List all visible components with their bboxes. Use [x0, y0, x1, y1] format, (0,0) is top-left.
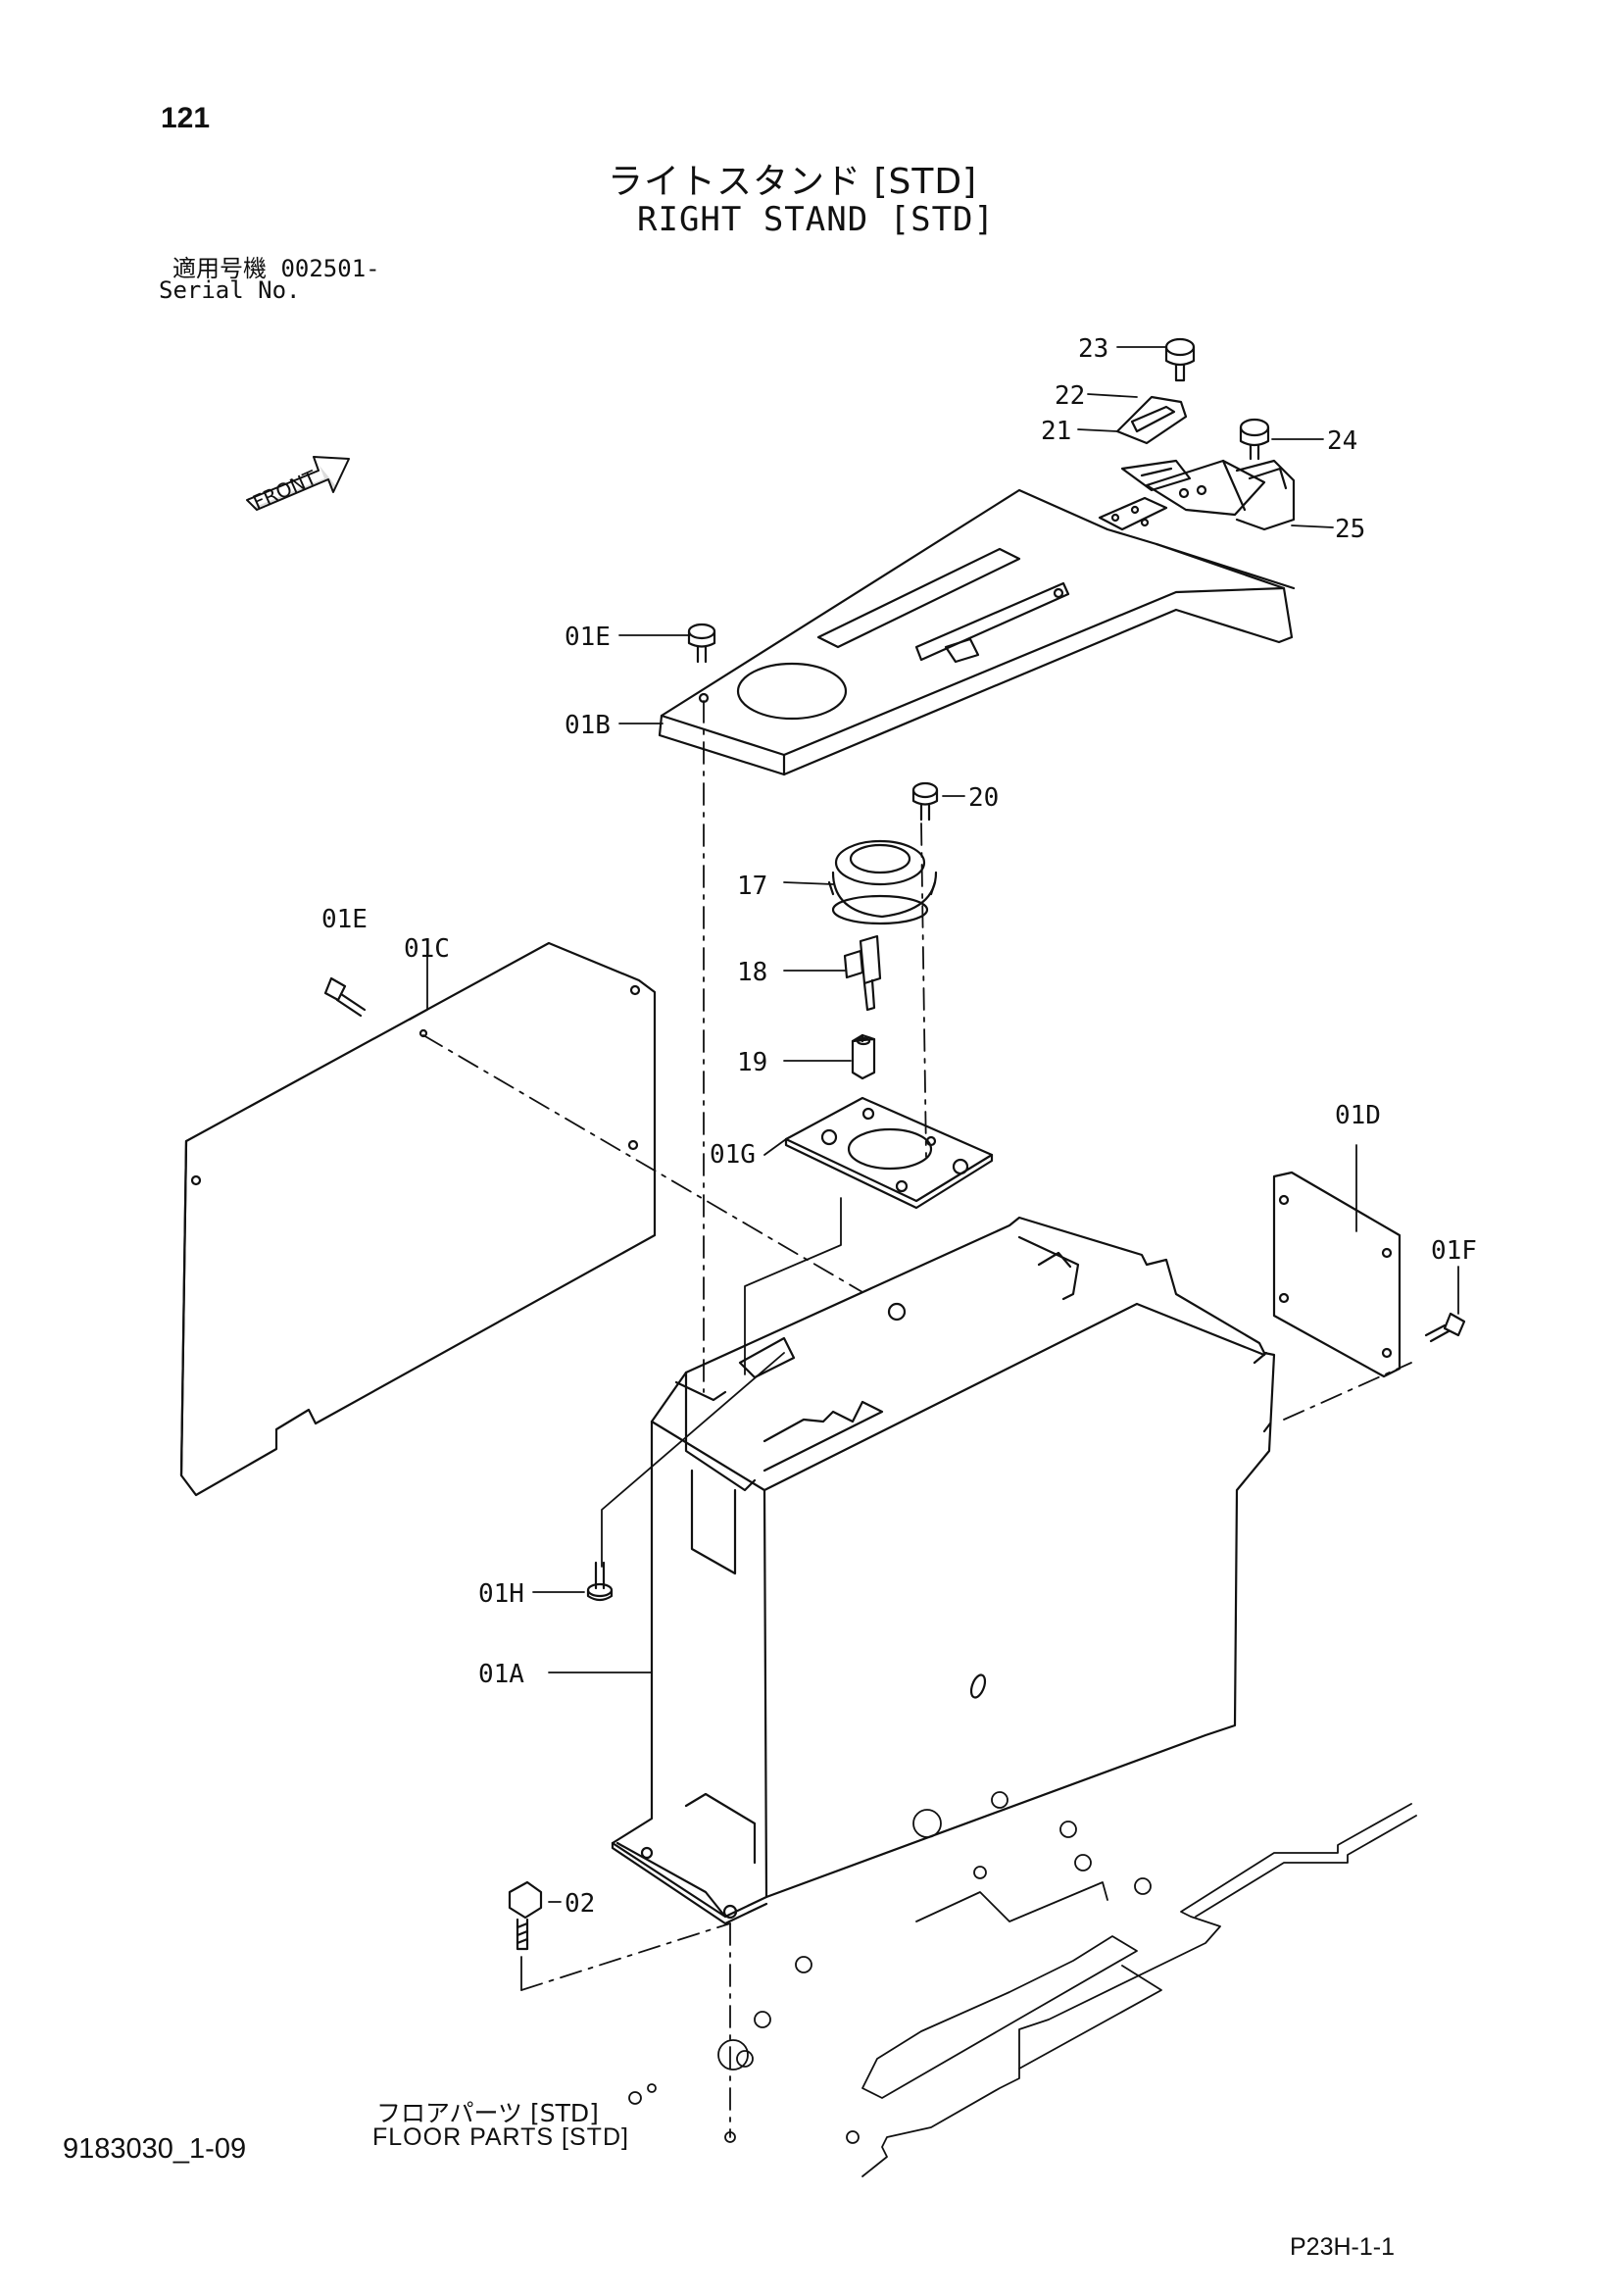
callout-22: 22 — [1055, 381, 1085, 411]
front-arrow-icon: FRONT — [246, 456, 350, 515]
leader-lines — [409, 346, 1459, 1991]
page-number: 121 — [161, 102, 211, 134]
callout-01A: 01A — [478, 1660, 524, 1689]
callout-01E-top: 01E — [565, 623, 611, 652]
callout-19: 19 — [737, 1048, 767, 1077]
floor-plate — [628, 1791, 1417, 2177]
front-label: FRONT — [249, 466, 320, 515]
top-plate-01B — [658, 488, 1296, 776]
serial-number-japanese: 適用号機 002501- — [172, 255, 380, 282]
bolt-02 — [508, 1880, 543, 1951]
callout-01D: 01D — [1335, 1101, 1381, 1130]
plate-01G — [784, 1096, 994, 1210]
callout-01G: 01G — [710, 1140, 756, 1170]
bolt-01E-left — [323, 976, 367, 1018]
valve-18 — [843, 934, 882, 1012]
callout-17: 17 — [737, 872, 767, 901]
latch-assembly — [1098, 395, 1296, 531]
callout-01H: 01H — [478, 1579, 524, 1609]
title-japanese: ライトスタンド [STD] — [608, 162, 978, 202]
callout-01E-left: 01E — [321, 905, 368, 934]
callout-01B: 01B — [565, 711, 611, 740]
callout-23: 23 — [1078, 334, 1108, 364]
callout-25: 25 — [1335, 515, 1365, 544]
floor-parts-label: FLOOR PARTS [STD] — [372, 2123, 629, 2151]
page-code: P23H-1-1 — [1290, 2233, 1395, 2261]
floor-parts-label-japanese: フロアパーツ [STD] — [376, 2099, 599, 2127]
side-cover-01D — [1272, 1171, 1402, 1378]
assembly-guide-lines — [422, 700, 1412, 2138]
bolt-23 — [1164, 337, 1196, 382]
callout-01F: 01F — [1431, 1236, 1477, 1266]
callout-21: 21 — [1041, 417, 1071, 446]
callout-20: 20 — [968, 783, 999, 813]
bolt-20 — [911, 781, 939, 822]
main-box-01A — [611, 1216, 1276, 1925]
callout-labels: 23 22 21 24 25 01E 01B 20 17 18 19 01G 0… — [321, 334, 1477, 1919]
callout-02: 02 — [565, 1889, 595, 1919]
bolt-01H — [586, 1561, 614, 1602]
nut-19 — [851, 1033, 876, 1080]
callout-01C: 01C — [404, 934, 450, 964]
bolt-24 — [1239, 418, 1270, 461]
callout-24: 24 — [1327, 426, 1357, 456]
bolt-01F — [1424, 1312, 1466, 1343]
document-code: 9183030_1-09 — [63, 2133, 247, 2165]
title-english: RIGHT STAND [STD] — [637, 200, 995, 239]
bolt-01E-top — [687, 623, 716, 664]
side-cover-01C — [179, 941, 657, 1497]
callout-18: 18 — [737, 958, 767, 987]
serial-number-label: Serial No. — [159, 276, 301, 304]
light-17 — [827, 839, 938, 925]
